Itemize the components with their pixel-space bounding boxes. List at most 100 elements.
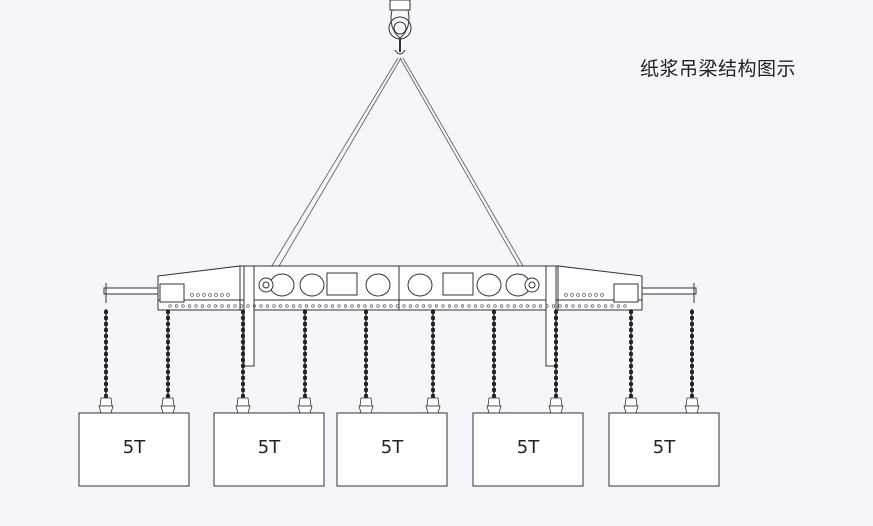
chain-link [103, 363, 109, 369]
bolt-hole [532, 304, 536, 308]
bolt-hole [389, 304, 393, 308]
chain-link [553, 309, 559, 315]
bolt-hole [337, 304, 341, 308]
chain-link [103, 381, 109, 387]
chain-link [628, 357, 634, 363]
chain-link [689, 375, 695, 381]
chain-link [491, 363, 497, 369]
chain-link [165, 363, 171, 369]
chain-link [240, 315, 246, 321]
chain-link [302, 363, 308, 369]
bolt-hole [454, 304, 458, 308]
bolt-hole [499, 304, 504, 308]
bolt-hole [226, 304, 231, 308]
bolt-hole [174, 304, 179, 308]
chain-link [165, 387, 171, 393]
chain [235, 309, 251, 414]
chain-link [302, 351, 308, 357]
bolt-hole [207, 304, 211, 308]
chain-link [165, 333, 171, 339]
chain-link [302, 369, 308, 375]
bolt-hole [402, 304, 406, 308]
chain-link [240, 369, 246, 375]
clamp-jaw [684, 405, 700, 414]
clamp-body [685, 397, 699, 407]
chain-link [430, 339, 436, 345]
bolt-hole [519, 304, 523, 308]
chain-link [103, 309, 109, 315]
chain-link [103, 357, 109, 363]
chain-link [165, 345, 171, 351]
clamp-body [359, 397, 373, 407]
block-label: 5T [257, 437, 281, 458]
bolt-hole [376, 304, 380, 308]
clamp-jaw [358, 405, 374, 414]
chain-link [240, 387, 246, 393]
crane-hook [388, 0, 412, 55]
chain-link [302, 309, 308, 315]
bolt-hole [582, 293, 586, 297]
chain-link [491, 381, 497, 387]
bolt-hole [246, 304, 250, 308]
chain-link [628, 327, 634, 333]
chain-link [103, 333, 109, 339]
chain-link [689, 351, 695, 357]
block-label: 5T [380, 437, 404, 458]
chain-link [553, 363, 559, 369]
bolt-hole [181, 304, 185, 308]
chain-link [240, 345, 246, 351]
chain-link [363, 357, 369, 363]
chain-link [689, 315, 695, 321]
chain-link [628, 309, 634, 315]
chain-link [103, 315, 109, 321]
chain [486, 309, 502, 414]
chain-link [165, 369, 171, 375]
chain-link [491, 345, 497, 351]
chain-link [689, 321, 695, 327]
bolt-hole [428, 304, 432, 308]
bolt-hole [259, 304, 263, 308]
chain-link [240, 309, 246, 315]
bolt-hole [200, 304, 205, 308]
chain-link [689, 369, 695, 375]
clamp-body [161, 397, 175, 407]
bolt-hole [564, 304, 569, 308]
chain-link [491, 333, 497, 339]
block-label: 5T [516, 437, 540, 458]
chain-link [103, 321, 109, 327]
chain-link [628, 387, 634, 393]
block-label: 5T [122, 437, 146, 458]
bolt-hole [594, 293, 598, 297]
chain-link [689, 309, 695, 315]
chain-link [430, 351, 436, 357]
clamp-body [236, 397, 250, 407]
diagram-title: 纸浆吊梁结构图示 [640, 58, 797, 80]
bolt-hole [525, 304, 530, 308]
chain-link [430, 363, 436, 369]
chain-link [240, 357, 246, 363]
chain-link [689, 333, 695, 339]
chain-link [491, 357, 497, 363]
chain-link [165, 309, 171, 315]
bolt-hole [226, 293, 230, 297]
bolt-hole [434, 304, 439, 308]
chain-link [165, 321, 171, 327]
chain-link [491, 309, 497, 315]
bolt-hole [190, 293, 194, 297]
chain-link [165, 375, 171, 381]
chain-link [430, 345, 436, 351]
bolt-hole [324, 304, 328, 308]
clamp-body [99, 397, 113, 407]
clamp-jaw [297, 405, 313, 414]
chain-link [628, 381, 634, 387]
bolt-hole [538, 304, 543, 308]
bolt-hole [220, 293, 224, 297]
chain-link [363, 345, 369, 351]
chain-link [363, 375, 369, 381]
bolt-hole [584, 304, 588, 308]
chain-link [302, 327, 308, 333]
bolt-hole [213, 304, 218, 308]
beam-bolt-holes [168, 293, 627, 308]
chain-link [628, 363, 634, 369]
clamp-body [624, 397, 638, 407]
